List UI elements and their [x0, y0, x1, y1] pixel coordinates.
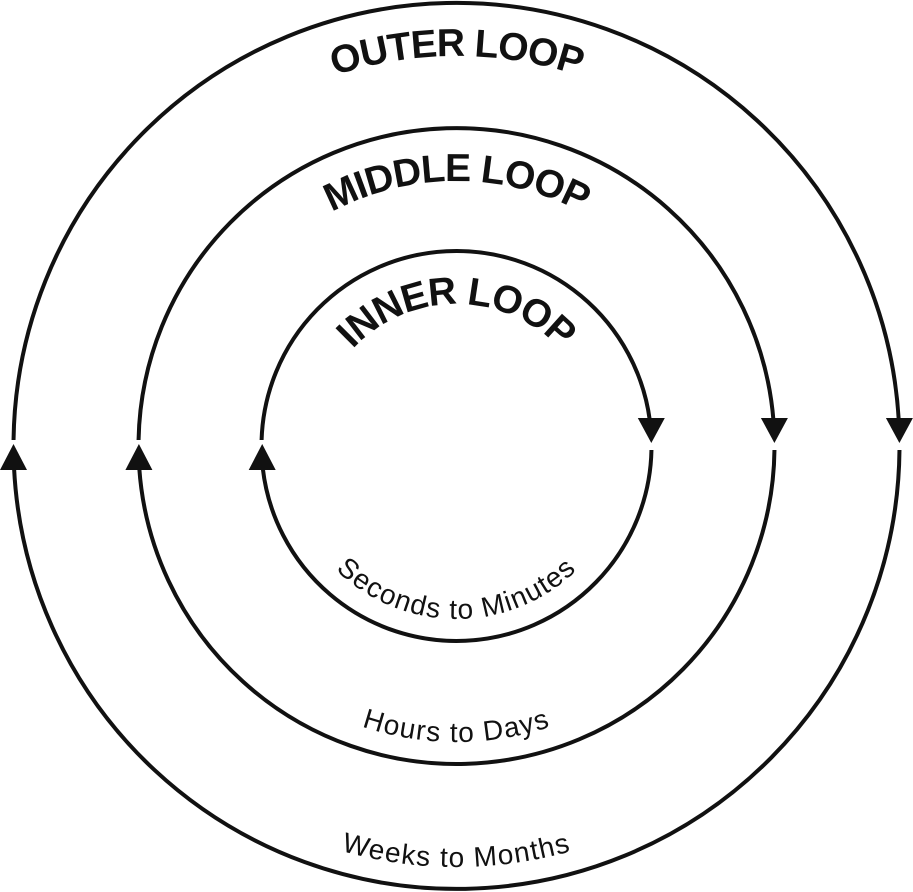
loop-inner-timescale-label: Seconds to Minutes	[331, 551, 581, 625]
loop-outer-bottom-arc	[12, 449, 902, 891]
loop-middle-title: MIDDLE LOOP	[317, 147, 596, 220]
loop-middle-bottom-arc	[137, 449, 777, 766]
loop-middle-timescale-label: Hours to Days	[360, 703, 553, 748]
loop-inner: INNER LOOP Seconds to Minutes	[248, 248, 665, 643]
arrow-down-icon	[760, 418, 788, 443]
loop-outer-timescale-label: Weeks to Months	[340, 827, 574, 873]
loop-middle: MIDDLE LOOP Hours to Days	[125, 126, 788, 766]
arrow-up-icon	[248, 444, 276, 470]
arrow-up-icon	[0, 444, 27, 470]
arrow-down-icon	[885, 418, 913, 443]
loop-outer-top-arc	[11, 1, 901, 441]
loop-inner-top-arc	[259, 248, 652, 441]
loop-inner-title: INNER LOOP	[329, 269, 584, 355]
loop-middle-top-arc	[136, 126, 776, 441]
arrow-down-icon	[637, 418, 665, 443]
loop-inner-bottom-arc	[260, 449, 654, 643]
arrow-up-icon	[125, 444, 153, 470]
loop-outer-title: OUTER LOOP	[325, 22, 588, 84]
